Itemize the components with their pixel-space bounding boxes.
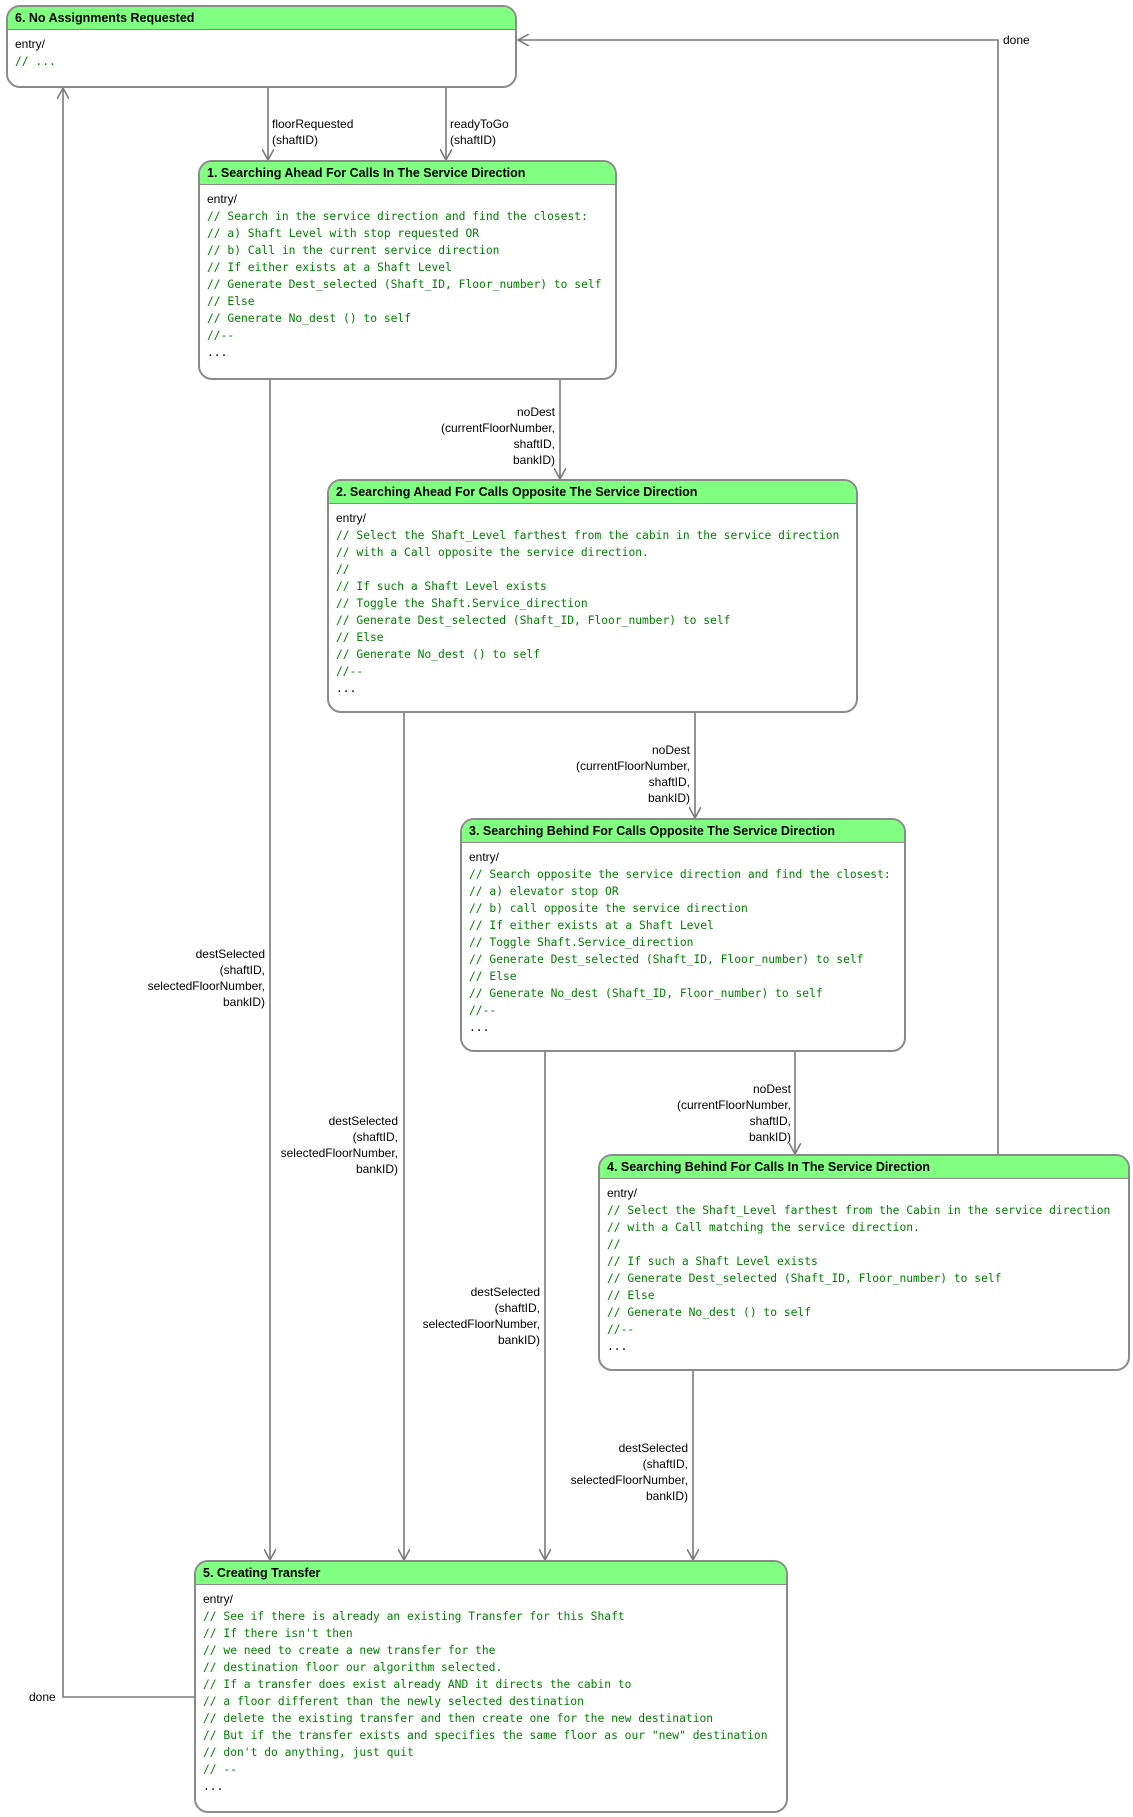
transition-label-dest-selected-3: destSelected (shaftID, selectedFloorNumb…: [422, 1285, 540, 1347]
code-line: //: [336, 563, 350, 576]
code-line: // Generate No_dest () to self: [607, 1306, 812, 1319]
entry-label: entry/: [207, 192, 238, 206]
ellipsis: ...: [469, 1021, 490, 1034]
code-line: // Search in the service direction and f…: [207, 210, 588, 223]
edge-done-4-6: [518, 40, 999, 1154]
transition-label-done-4-6: done: [1003, 33, 1030, 47]
code-line: // Select the Shaft_Level farthest from …: [607, 1204, 1111, 1217]
code-line: // Else: [336, 631, 384, 644]
code-line: // don't do anything, just quit: [203, 1746, 414, 1759]
code-line: // b) call opposite the service directio…: [469, 902, 748, 915]
code-line: // Toggle the Shaft.Service_direction: [336, 597, 588, 610]
state-6-no-assignments[interactable]: 6. No Assignments Requested entry/ // ..…: [6, 5, 517, 88]
code-line: // we need to create a new transfer for …: [203, 1644, 496, 1657]
code-line: // a) Shaft Level with stop requested OR: [207, 227, 480, 240]
code-line: // If either exists at a Shaft Level: [207, 261, 452, 274]
code-line: // Else: [207, 295, 255, 308]
code-line: // Search opposite the service direction…: [469, 868, 891, 881]
entry-label: entry/: [336, 511, 367, 525]
code-line: // Toggle Shaft.Service_direction: [469, 936, 694, 949]
state-title: 6. No Assignments Requested: [8, 7, 515, 30]
transition-label-done-5-6: done: [29, 1690, 56, 1704]
transition-label-no-dest-1-2: noDest (currentFloorNumber, shaftID, ban…: [440, 405, 555, 467]
code-line: // Else: [607, 1289, 655, 1302]
code-line: // See if there is already an existing T…: [203, 1610, 625, 1623]
ellipsis: ...: [207, 346, 228, 359]
code-line: // destination floor our algorithm selec…: [203, 1661, 503, 1674]
code-line: // with a Call opposite the service dire…: [336, 546, 649, 559]
code-line: // Generate No_dest () to self: [336, 648, 541, 661]
transition-label-no-dest-3-4: noDest (currentFloorNumber, shaftID, ban…: [676, 1082, 791, 1144]
edge-done-5-6: [63, 88, 194, 1698]
state-title: 4. Searching Behind For Calls In The Ser…: [600, 1156, 1128, 1179]
state-body: entry/ // ...: [8, 30, 515, 74]
state-4-searching-behind-service[interactable]: 4. Searching Behind For Calls In The Ser…: [598, 1154, 1130, 1371]
code-line: //: [607, 1238, 621, 1251]
code-line: // But if the transfer exists and specif…: [203, 1729, 768, 1742]
code-line: // If such a Shaft Level exists: [336, 580, 547, 593]
code-line: // Generate Dest_selected (Shaft_ID, Flo…: [469, 953, 864, 966]
code-line: // delete the existing transfer and then…: [203, 1712, 714, 1725]
code-line: // If there isn't then: [203, 1627, 353, 1640]
code-line: //--: [607, 1323, 635, 1336]
code-line: // ...: [15, 55, 56, 68]
code-line: // If either exists at a Shaft Level: [469, 919, 714, 932]
code-line: // Generate No_dest (Shaft_ID, Floor_num…: [469, 987, 823, 1000]
code-line: // Generate Dest_selected (Shaft_ID, Flo…: [336, 614, 731, 627]
transition-label-dest-selected-2: destSelected (shaftID, selectedFloorNumb…: [280, 1114, 398, 1176]
code-line: // If such a Shaft Level exists: [607, 1255, 818, 1268]
code-line: // b) Call in the current service direct…: [207, 244, 500, 257]
code-line: //--: [469, 1004, 497, 1017]
code-line: // Else: [469, 970, 517, 983]
code-line: //--: [207, 329, 235, 342]
code-line: // --: [203, 1763, 238, 1776]
transition-label-dest-selected-1: destSelected (shaftID, selectedFloorNumb…: [147, 947, 265, 1009]
code-line: // Generate Dest_selected (Shaft_ID, Flo…: [607, 1272, 1002, 1285]
transition-label-floor-requested: floorRequested (shaftID): [272, 117, 354, 147]
state-body: entry/ // Select the Shaft_Level farthes…: [600, 1179, 1128, 1359]
state-body: entry/ // See if there is already an exi…: [196, 1585, 786, 1799]
entry-label: entry/: [15, 37, 46, 51]
code-line: // Generate Dest_selected (Shaft_ID, Flo…: [207, 278, 602, 291]
ellipsis: ...: [336, 682, 357, 695]
entry-label: entry/: [469, 850, 500, 864]
code-line: // Generate No_dest () to self: [207, 312, 412, 325]
code-line: // a) elevator stop OR: [469, 885, 619, 898]
code-line: //--: [336, 665, 364, 678]
state-title: 5. Creating Transfer: [196, 1562, 786, 1585]
code-line: // with a Call matching the service dire…: [607, 1221, 920, 1234]
state-1-searching-ahead-service[interactable]: 1. Searching Ahead For Calls In The Serv…: [198, 160, 617, 380]
state-body: entry/ // Select the Shaft_Level farthes…: [329, 504, 856, 701]
transition-label-dest-selected-4: destSelected (shaftID, selectedFloorNumb…: [570, 1441, 688, 1503]
ellipsis: ...: [607, 1340, 628, 1353]
state-body: entry/ // Search in the service directio…: [200, 185, 615, 365]
code-line: // If a transfer does exist already AND …: [203, 1678, 632, 1691]
state-5-creating-transfer[interactable]: 5. Creating Transfer entry/ // See if th…: [194, 1560, 788, 1813]
state-title: 1. Searching Ahead For Calls In The Serv…: [200, 162, 615, 185]
state-title: 3. Searching Behind For Calls Opposite T…: [462, 820, 904, 843]
entry-label: entry/: [607, 1186, 638, 1200]
code-line: // Select the Shaft_Level farthest from …: [336, 529, 840, 542]
transition-label-no-dest-2-3: noDest (currentFloorNumber, shaftID, ban…: [575, 743, 690, 805]
state-2-searching-ahead-opposite[interactable]: 2. Searching Ahead For Calls Opposite Th…: [327, 479, 858, 713]
entry-label: entry/: [203, 1592, 234, 1606]
code-line: // a floor different than the newly sele…: [203, 1695, 584, 1708]
state-title: 2. Searching Ahead For Calls Opposite Th…: [329, 481, 856, 504]
state-body: entry/ // Search opposite the service di…: [462, 843, 904, 1040]
transition-label-ready-to-go: readyToGo (shaftID): [450, 117, 509, 147]
ellipsis: ...: [203, 1780, 224, 1793]
state-3-searching-behind-opposite[interactable]: 3. Searching Behind For Calls Opposite T…: [460, 818, 906, 1052]
